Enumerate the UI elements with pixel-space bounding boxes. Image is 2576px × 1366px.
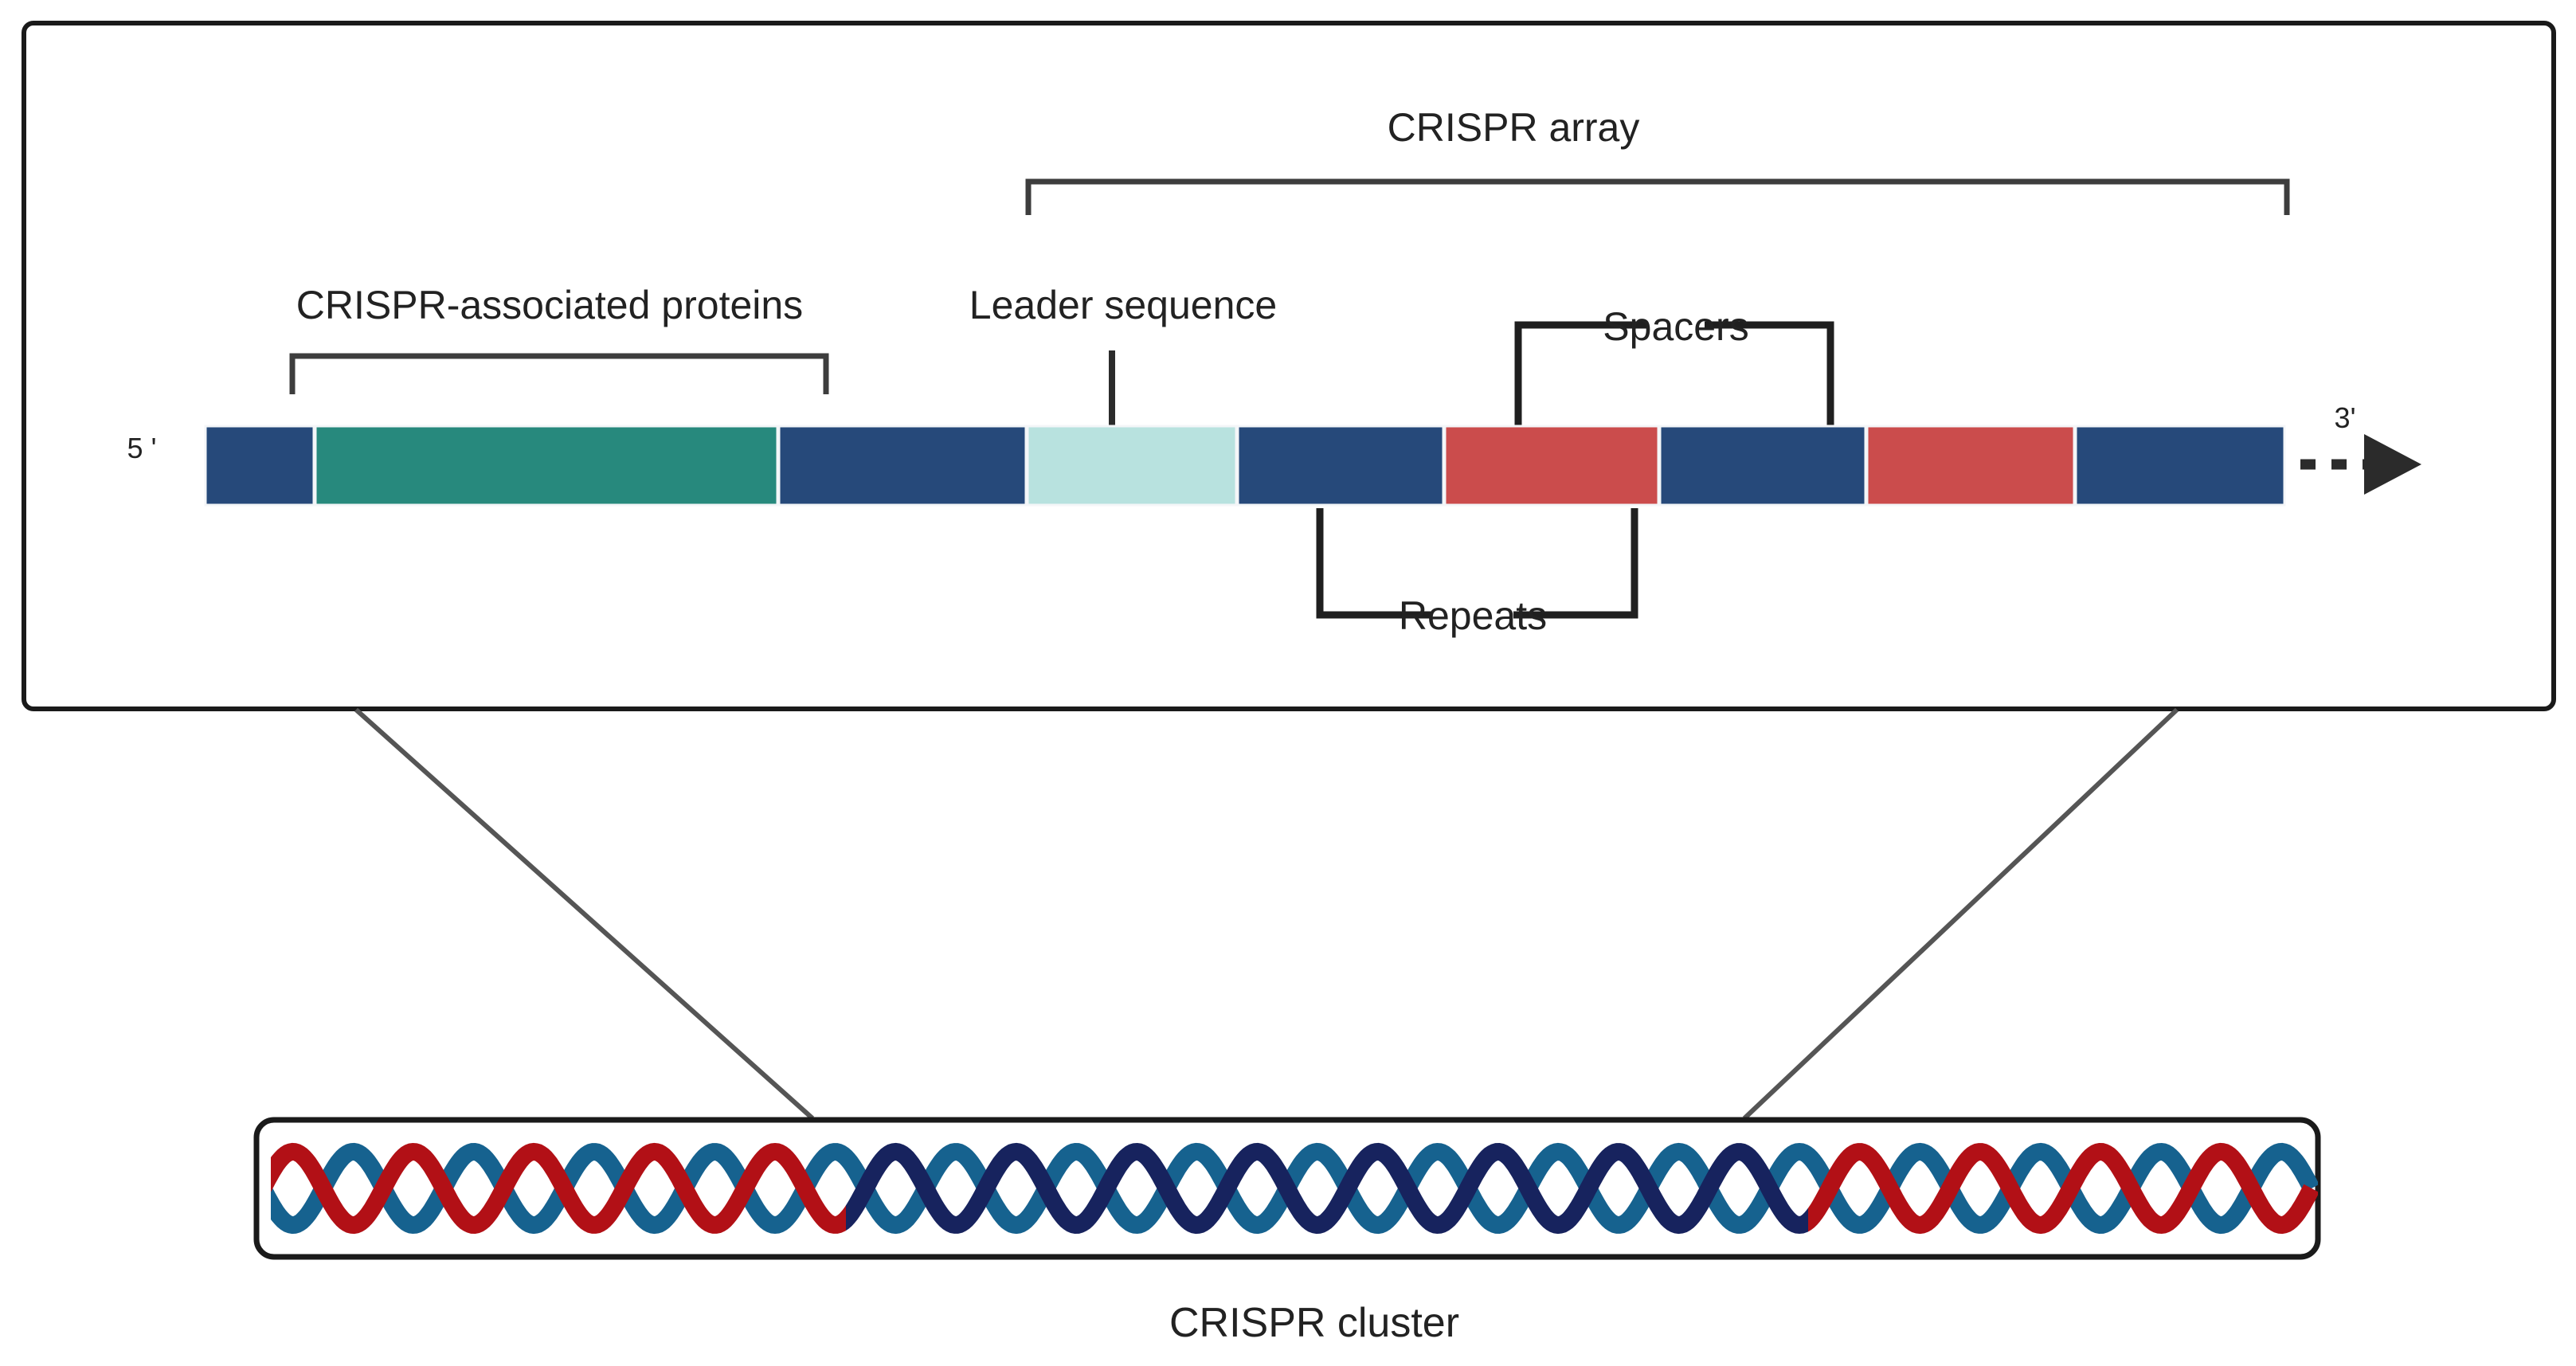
helix-strand-b	[271, 1142, 846, 1235]
bracket-cas-proteins	[289, 353, 829, 394]
gene-block-cas-genes	[314, 425, 779, 507]
gene-block-repeat	[1236, 425, 1445, 507]
label-repeats: Repeats	[1398, 593, 1548, 638]
gene-block-repeat	[1658, 425, 1867, 507]
three-prime-arrow	[2300, 434, 2421, 495]
helix-strand-a	[1808, 1142, 2318, 1235]
top-panel-box	[22, 21, 2556, 711]
gene-block-leader-sequence	[1026, 425, 1238, 507]
gene-block-spacer	[1443, 425, 1660, 507]
label-three-prime: 3'	[2334, 401, 2356, 434]
label-spacers: Spacers	[1603, 304, 1749, 349]
connector-line-right	[1742, 707, 2179, 1121]
gene-block-repeat	[2074, 425, 2286, 507]
dna-double-helix	[271, 1142, 2318, 1235]
label-crispr-cluster: CRISPR cluster	[1169, 1300, 1460, 1346]
gene-block-spacer	[1865, 425, 2076, 507]
label-cas-proteins: CRISPR-associated proteins	[296, 283, 804, 327]
gene-block-track	[204, 425, 2286, 507]
bracket-repeats	[1316, 508, 1638, 619]
bracket-spacers	[1514, 321, 1834, 425]
helix-strand-a	[846, 1142, 1808, 1235]
connector-line-left	[354, 707, 815, 1121]
helix-strand-a	[271, 1142, 846, 1235]
label-five-prime: 5 '	[127, 432, 157, 464]
gene-block-repeat-flank	[204, 425, 315, 507]
label-crispr-array: CRISPR array	[1387, 105, 1640, 150]
bracket-crispr-array	[1025, 178, 2290, 215]
label-leader-sequence: Leader sequence	[969, 283, 1278, 327]
helix-strand-b	[1808, 1142, 2318, 1235]
gene-block-repeat-flank	[777, 425, 1028, 507]
